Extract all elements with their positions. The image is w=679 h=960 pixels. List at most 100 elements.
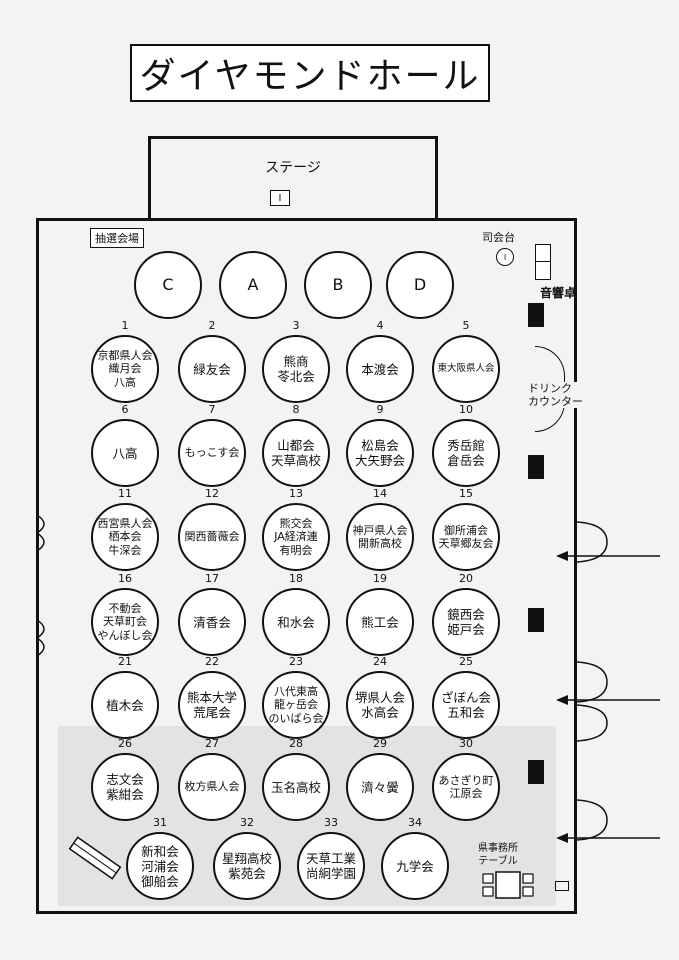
table-number: 11 (118, 487, 132, 500)
table-12: 関西薔薇会 (178, 503, 246, 571)
table-group-name: 姫戸会 (447, 622, 485, 637)
table-letter: D (413, 275, 427, 295)
stage-label: ステージ (265, 160, 321, 176)
table-number: 24 (373, 655, 387, 668)
table-30: あさぎり町江原会 (432, 753, 500, 821)
table-group-name: 星翔高校 (221, 851, 272, 866)
table-group-name: 松島会 (361, 438, 399, 453)
table-9: 松島会大矢野会 (346, 419, 414, 487)
diagonal-table-icon (68, 836, 122, 880)
office-table-label: 県事務所 テーブル (478, 842, 518, 868)
table-group-name: 九学会 (396, 858, 434, 874)
table-10: 秀岳館倉岳会 (432, 419, 500, 487)
table-number: 20 (459, 572, 473, 585)
table-group-name: 山都会 (277, 438, 315, 453)
table-number: 10 (459, 403, 473, 416)
table-letter: A (247, 275, 259, 295)
stage: ステージ (148, 136, 438, 220)
table-group-name: 苓北会 (277, 369, 315, 384)
table-group-name: 天草町会 (103, 615, 147, 629)
entrance-arrow-icon (556, 551, 660, 561)
table-number: 21 (118, 655, 132, 668)
table-group-name: 荒尾会 (193, 705, 231, 720)
pillar (528, 608, 544, 632)
table-11: 西宮県人会栖本会牛深会 (91, 503, 159, 571)
table-number: 32 (240, 816, 254, 829)
table-number: 18 (289, 572, 303, 585)
table-7: もっこす会 (178, 419, 246, 487)
table-34: 九学会 (381, 832, 449, 900)
table-group-name: 八高 (112, 445, 138, 461)
podium-icon: I (270, 190, 290, 206)
hall-outline (36, 218, 577, 914)
table-group-name: 倉岳会 (447, 453, 485, 468)
table-group-name: 有明会 (279, 543, 313, 557)
table-3: 熊商苓北会 (262, 335, 330, 403)
table-23: 八代東高龍ヶ岳会のいばら会 (262, 671, 330, 739)
table-group-name: 河浦会 (141, 858, 179, 874)
table-group-name: 和水会 (277, 614, 315, 630)
table-1: 京都県人会織月会八高 (91, 335, 159, 403)
table-group-name: 牛深会 (108, 543, 142, 557)
table-b: B (304, 251, 372, 319)
table-d: D (386, 251, 454, 319)
table-number: 6 (121, 403, 129, 416)
table-19: 熊工会 (346, 588, 414, 656)
table-number: 22 (205, 655, 219, 668)
table-22: 熊本大学荒尾会 (178, 671, 246, 739)
table-group-name: やんぼし会 (97, 628, 153, 642)
table-group-name: 京都県人会 (97, 349, 153, 363)
table-5: 東大阪県人会 (432, 335, 500, 403)
table-17: 清香会 (178, 588, 246, 656)
table-group-name: 神戸県人会 (352, 523, 408, 537)
sound-desk-label: 音響卓 (540, 286, 577, 300)
sound-desk-icon (535, 244, 551, 280)
table-group-name: ざぼん会 (440, 690, 491, 705)
table-18: 和水会 (262, 588, 330, 656)
table-group-name: 清香会 (193, 614, 231, 630)
table-21: 植木会 (91, 671, 159, 739)
table-group-name: 天草高校 (270, 453, 321, 468)
table-number: 15 (459, 487, 473, 500)
table-8: 山都会天草高校 (262, 419, 330, 487)
table-letter: C (162, 275, 174, 295)
table-number: 31 (153, 816, 167, 829)
hall-title: ダイヤモンドホール (130, 44, 490, 102)
table-number: 33 (324, 816, 338, 829)
table-group-name: 八高 (114, 375, 136, 389)
drink-counter-label: ドリンク カウンター (528, 382, 583, 408)
table-group-name: 八代東高 (274, 685, 318, 699)
table-group-name: もっこす会 (184, 446, 240, 460)
pillar (528, 455, 544, 479)
office-table-label-1: 県事務所 (478, 843, 518, 854)
table-group-name: 江原会 (449, 787, 483, 800)
table-group-name: 大矢野会 (354, 453, 405, 468)
table-number: 16 (118, 572, 132, 585)
table-number: 13 (289, 487, 303, 500)
drink-counter-label-2: カウンター (528, 395, 583, 408)
table-number: 5 (462, 319, 470, 332)
table-group-name: 熊交会 (279, 517, 313, 531)
table-number: 12 (205, 487, 219, 500)
table-group-name: 不動会 (108, 602, 142, 616)
table-number: 26 (118, 737, 132, 750)
pillar (528, 760, 544, 784)
table-group-name: 天草工業 (305, 851, 356, 866)
table-group-name: 龍ヶ岳会 (274, 698, 318, 712)
table-number: 9 (376, 403, 384, 416)
table-a: A (219, 251, 287, 319)
table-2: 緑友会 (178, 335, 246, 403)
entrance-arrow-icon (556, 695, 660, 705)
table-group-name: 本渡会 (361, 361, 399, 377)
table-number: 3 (292, 319, 300, 332)
table-14: 神戸県人会開新高校 (346, 503, 414, 571)
table-number: 4 (376, 319, 384, 332)
table-group-name: 熊商 (283, 354, 309, 369)
table-group-name: 西宮県人会 (97, 517, 153, 531)
table-group-name: 開新高校 (358, 537, 402, 550)
table-6: 八高 (91, 419, 159, 487)
table-group-name: 紫紺会 (106, 787, 144, 802)
table-32: 星翔高校紫苑会 (213, 832, 281, 900)
table-33: 天草工業尚絅学園 (297, 832, 365, 900)
